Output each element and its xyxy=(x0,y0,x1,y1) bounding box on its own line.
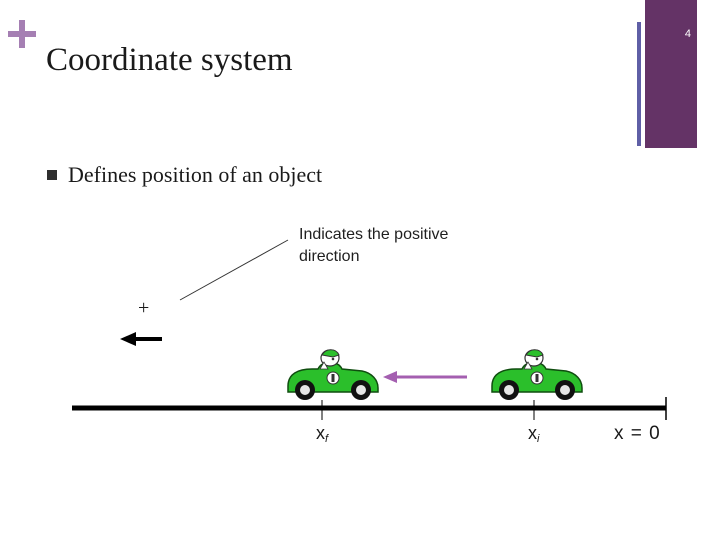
final-position-label: xf xyxy=(316,424,328,445)
plus-logo-icon xyxy=(8,20,36,48)
page-title: Coordinate system xyxy=(46,42,293,78)
accent-box xyxy=(645,0,697,148)
bullet-text: Defines position of an object xyxy=(68,162,323,187)
arrow-left-icon xyxy=(383,371,467,383)
positive-sign: + xyxy=(138,297,150,319)
race-car-icon xyxy=(491,349,583,401)
annotation-text: Indicates the positive direction xyxy=(299,226,449,265)
arrow-left-icon xyxy=(120,332,162,346)
origin-label: x = 0 xyxy=(614,423,661,444)
initial-position-sub: i xyxy=(537,433,540,445)
initial-position-label: xi xyxy=(528,424,539,445)
final-position-sub: f xyxy=(325,433,329,445)
slide-number: 4 xyxy=(684,28,691,40)
final-position-var: x xyxy=(316,423,325,443)
initial-position-var: x xyxy=(528,423,537,443)
bullet-marker xyxy=(47,170,57,180)
annotation-pointer-line xyxy=(179,239,289,301)
accent-line xyxy=(637,22,641,146)
race-car-icon xyxy=(287,349,379,401)
